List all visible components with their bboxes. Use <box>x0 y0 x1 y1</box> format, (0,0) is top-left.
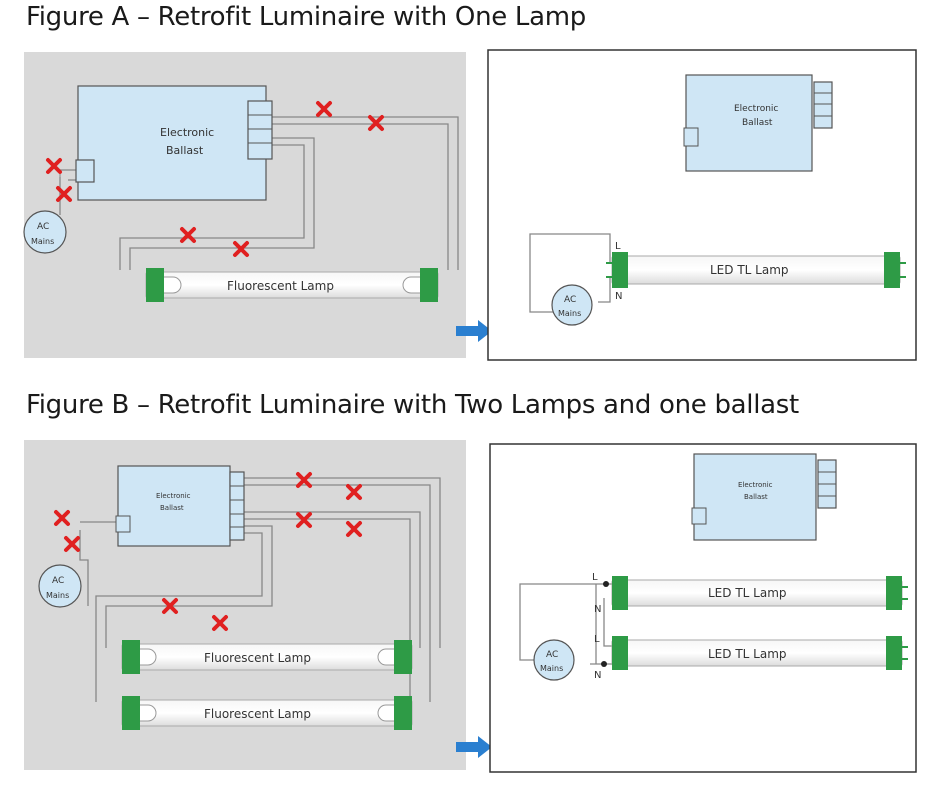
mains-label-line-2: Mains <box>558 309 581 318</box>
fluorescent-lamp-2-label: Fluorescent Lamp <box>204 707 311 721</box>
ballast-wires <box>79 477 441 702</box>
lamp-pins <box>902 586 908 660</box>
ac-mains-source <box>551 284 593 326</box>
lamp-end-cap-right <box>420 268 438 302</box>
ballast-label-line-1: Electronic <box>734 104 778 114</box>
lamp-pins <box>606 262 906 278</box>
wire-cut-marks <box>46 101 384 257</box>
lamp-end-cap-right <box>884 252 900 288</box>
lamp-2-end-cap-right <box>886 636 902 670</box>
lamp-1-end-cap-right <box>886 576 902 610</box>
lamp-1-end-cap-left <box>612 576 628 610</box>
live-label-2: L <box>594 634 600 645</box>
ac-mains-source <box>533 639 575 681</box>
ballast-label-line-1: Electronic <box>738 481 773 489</box>
lamp-2-end-cap-right <box>394 696 412 730</box>
lamp-filament-right <box>402 276 422 294</box>
ballast-label-line-2: Ballast <box>160 504 184 512</box>
lamp-end-cap-left <box>612 252 628 288</box>
ballast-input-connector <box>75 159 95 183</box>
lamp-end-cap-left <box>146 268 164 302</box>
lamp-filament-left <box>162 276 182 294</box>
retrofit-arrow-a <box>456 320 492 342</box>
ballast-input-connector <box>683 127 699 147</box>
ballast-label-line-1: Electronic <box>160 126 214 139</box>
lamp-2-end-cap-left <box>122 696 140 730</box>
ballast-label-line-2: Ballast <box>744 493 768 501</box>
mains-label-line-2: Mains <box>31 237 54 246</box>
ballast-label-line-2: Ballast <box>166 144 204 157</box>
led-lamp-1-label: LED TL Lamp <box>708 586 787 600</box>
ballast-wires <box>59 116 459 270</box>
ac-mains-source <box>23 210 67 254</box>
retrofit-arrow-b <box>456 736 492 758</box>
neutral-label-1: N <box>594 604 601 615</box>
mains-label-line-1: AC <box>52 576 64 586</box>
ballast-label-line-1: Electronic <box>156 492 191 500</box>
live-label: L <box>615 241 621 252</box>
figure-b-after-panel: Electronic Ballast AC Mains L N L N LED … <box>489 443 917 773</box>
wire-cut-marks <box>54 472 362 631</box>
neutral-label-2: N <box>594 670 601 681</box>
lamp-1-end-cap-right <box>394 640 412 674</box>
ac-mains-source <box>38 564 82 608</box>
electronic-ballast <box>77 85 267 201</box>
mains-wires <box>519 583 612 665</box>
mains-label-line-1: AC <box>546 650 558 660</box>
figure-a-before-panel: Electronic Ballast AC Mains Fluorescent … <box>23 52 466 358</box>
lamp-1-end-cap-left <box>122 640 140 674</box>
junction-dot <box>601 661 607 667</box>
mains-label-line-2: Mains <box>540 664 563 673</box>
figure-a-after-panel: Electronic Ballast AC Mains L N LED TL L… <box>487 49 917 361</box>
ballast-label-line-2: Ballast <box>742 118 773 128</box>
neutral-label: N <box>615 291 622 302</box>
electronic-ballast-disconnected <box>685 74 813 172</box>
ballast-output-connector <box>247 100 273 160</box>
junction-dot <box>603 581 609 587</box>
led-lamp-2-label: LED TL Lamp <box>708 647 787 661</box>
ballast-output-connector <box>229 471 245 541</box>
live-label-1: L <box>592 572 598 583</box>
figure-b-title: Figure B – Retrofit Luminaire with Two L… <box>26 390 799 420</box>
ballast-input-connector <box>691 507 707 525</box>
fluorescent-lamp-1-label: Fluorescent Lamp <box>204 651 311 665</box>
ballast-input-connector <box>115 515 131 533</box>
mains-wires <box>529 233 611 313</box>
electronic-ballast-disconnected <box>693 453 817 541</box>
mains-label-line-1: AC <box>37 222 49 232</box>
ballast-output-connector <box>813 81 833 129</box>
mains-label-line-1: AC <box>564 295 576 305</box>
lamp-2-end-cap-left <box>612 636 628 670</box>
fluorescent-lamp-label: Fluorescent Lamp <box>227 279 334 293</box>
figure-a-title: Figure A – Retrofit Luminaire with One L… <box>26 2 586 32</box>
led-lamp-label: LED TL Lamp <box>710 263 789 277</box>
mains-label-line-2: Mains <box>46 591 69 600</box>
figure-b-before-panel: Electronic Ballast AC Mains Fluorescent … <box>24 440 466 770</box>
